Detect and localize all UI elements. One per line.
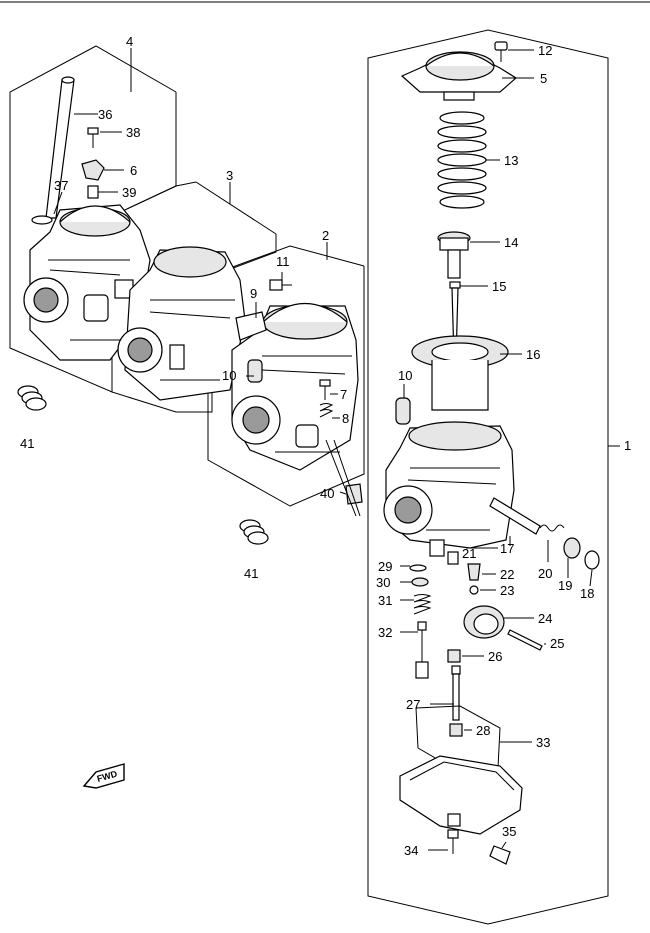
label-3: 3	[226, 168, 233, 183]
label-16: 16	[526, 347, 540, 362]
forward-direction-badge: FWD	[82, 763, 125, 789]
jet-21	[447, 551, 459, 565]
clip-37	[31, 215, 53, 225]
screw-35	[489, 845, 511, 865]
label-27: 27	[406, 697, 420, 712]
label-25: 25	[550, 636, 564, 651]
label-5: 5	[540, 71, 547, 86]
drain-screw-34	[447, 829, 459, 854]
label-39: 39	[122, 185, 136, 200]
screw-7	[319, 379, 331, 400]
assembly-2-frame	[207, 245, 365, 507]
label-14: 14	[504, 235, 518, 250]
assembly-3-frame	[111, 181, 277, 413]
float-chamber	[399, 755, 523, 835]
label-22: 22	[500, 567, 514, 582]
bolt-11	[269, 279, 292, 291]
shaft-17	[489, 497, 541, 535]
label-1: 1	[624, 438, 631, 453]
label-26: 26	[488, 649, 502, 664]
label-15: 15	[492, 279, 506, 294]
assembly-1-frame	[367, 29, 609, 925]
carburetor-body-2	[231, 303, 359, 471]
leader-lines	[53, 49, 593, 851]
label-33: 33	[536, 735, 550, 750]
label-21: 21	[462, 546, 476, 561]
screw-38	[87, 127, 99, 148]
part-labels: 4 3 2 1 12 5 13 14 15 16 36 38 6 39 37 1…	[20, 34, 631, 858]
label-10-left: 10	[222, 368, 236, 383]
vent-hose-top	[61, 76, 75, 84]
cap-10	[247, 359, 263, 383]
label-34: 34	[404, 843, 418, 858]
connector-40	[345, 483, 363, 505]
spring-41-right	[239, 519, 269, 545]
label-11: 11	[276, 254, 290, 269]
label-17: 17	[500, 541, 514, 556]
carburetor-body-17	[383, 421, 515, 557]
spring-31	[413, 594, 432, 615]
link-9	[235, 311, 267, 341]
top-cover-5	[400, 51, 518, 101]
label-2: 2	[322, 228, 329, 243]
label-18: 18	[580, 586, 594, 601]
label-37: 37	[54, 178, 68, 193]
label-12: 12	[538, 43, 552, 58]
fitting-39	[87, 185, 99, 199]
label-20: 20	[538, 566, 552, 581]
spring-8	[319, 403, 334, 418]
label-35: 35	[502, 824, 516, 839]
label-28: 28	[476, 723, 490, 738]
label-31: 31	[378, 593, 392, 608]
spring-13	[437, 111, 487, 209]
label-9: 9	[250, 286, 257, 301]
label-13: 13	[504, 153, 518, 168]
diaphragm-piston-16	[411, 335, 509, 411]
label-7: 7	[340, 387, 347, 402]
spring-20	[539, 524, 565, 532]
label-41-left: 41	[20, 436, 34, 451]
label-32: 32	[378, 625, 392, 640]
o-ring-29	[409, 564, 427, 572]
label-10-right: 10	[398, 368, 412, 383]
collar-19	[563, 537, 581, 559]
cap-18	[584, 550, 600, 570]
needle-22	[467, 563, 481, 581]
leader-40a	[325, 439, 357, 517]
label-41-right: 41	[244, 566, 258, 581]
pin-25	[507, 629, 543, 651]
jet-26	[447, 649, 461, 663]
needle-jet-27	[451, 665, 461, 721]
label-19: 19	[558, 578, 572, 593]
part-23	[469, 585, 479, 595]
label-30: 30	[376, 575, 390, 590]
label-40: 40	[320, 486, 334, 501]
cap-10-right	[395, 397, 411, 425]
label-6: 6	[130, 163, 137, 178]
leader-40b	[333, 439, 361, 517]
pilot-screw-32	[415, 621, 429, 679]
label-8: 8	[342, 411, 349, 426]
carburetor-body-4	[23, 204, 151, 361]
needle-holder-14	[437, 231, 471, 279]
label-23: 23	[500, 583, 514, 598]
washer-30	[411, 577, 429, 587]
label-36: 36	[98, 107, 112, 122]
screw-12	[494, 41, 508, 62]
label-38: 38	[126, 125, 140, 140]
label-29: 29	[378, 559, 392, 574]
spring-41-left	[17, 385, 47, 411]
main-jet-28	[449, 723, 463, 737]
label-24: 24	[538, 611, 552, 626]
carburetor-body-3	[117, 246, 246, 401]
label-4: 4	[126, 34, 133, 49]
clip-6	[81, 159, 105, 181]
